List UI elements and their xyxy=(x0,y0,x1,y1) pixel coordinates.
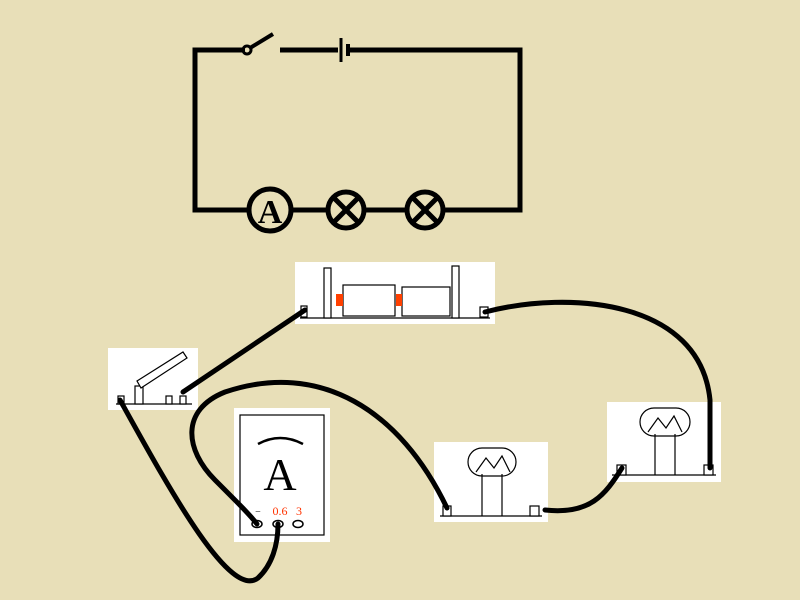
switch-lever[interactable] xyxy=(136,351,188,389)
ammeter-face-letter: A xyxy=(263,449,296,500)
schematic-circuit xyxy=(192,47,523,213)
bulb-glass-1 xyxy=(467,447,517,477)
battery-cell-cap-1 xyxy=(336,294,343,306)
wire-bulb-2-to-bulb-1[interactable] xyxy=(542,465,625,514)
bulb-holder-1 xyxy=(434,442,548,522)
physical-wires xyxy=(117,299,713,584)
schematic-battery xyxy=(339,38,350,62)
schematic-ammeter: A xyxy=(246,186,294,234)
switch-hinge-post xyxy=(134,385,144,405)
bulb-filament-1 xyxy=(475,454,511,473)
ammeter-range-high-label: 3 xyxy=(296,504,302,518)
ammeter-face xyxy=(239,414,325,536)
switch-contact-post xyxy=(165,395,173,405)
battery-cell-1 xyxy=(342,284,396,317)
bulb-glass-2 xyxy=(639,407,691,437)
schematic-switch xyxy=(241,32,275,56)
bulb-holder-2 xyxy=(607,402,721,482)
ammeter-symbol-label: A xyxy=(258,194,283,231)
battery-cell-cap-2 xyxy=(396,294,402,306)
schematic-lamp-1 xyxy=(325,189,367,231)
wire-switch-to-ammeter[interactable] xyxy=(117,397,281,584)
schematic-wire xyxy=(350,47,523,213)
battery-end-post-right xyxy=(451,265,460,319)
schematic-wire xyxy=(192,47,248,213)
schematic-lamp-2 xyxy=(404,189,446,231)
switch-terminal-right xyxy=(179,395,187,405)
ammeter-terminal-3[interactable] xyxy=(292,519,304,529)
wire-switch-to-battery[interactable] xyxy=(180,307,308,395)
battery-holder xyxy=(295,262,495,324)
bulb-terminal-1-right xyxy=(529,505,540,517)
switch-pivot xyxy=(241,44,253,56)
battery-cell-2 xyxy=(401,286,451,317)
wire-bulb-1-to-ammeter[interactable] xyxy=(189,379,450,527)
bulb-filament-2 xyxy=(647,414,683,433)
wire-battery-to-bulb-2[interactable] xyxy=(482,299,713,471)
ammeter-symbol-circle xyxy=(246,186,294,234)
switch-blade xyxy=(248,32,275,50)
ammeter-range-low-label: 0.6 xyxy=(273,504,288,518)
ammeter-scale-arc xyxy=(257,436,304,446)
battery-end-post-left xyxy=(323,267,332,319)
lamp-cross xyxy=(332,196,360,224)
ammeter-device: A − 0.6 3 xyxy=(234,408,330,542)
ammeter-minus-label: − xyxy=(255,507,261,518)
knife-switch[interactable] xyxy=(108,348,198,410)
lamp-cross xyxy=(411,196,439,224)
